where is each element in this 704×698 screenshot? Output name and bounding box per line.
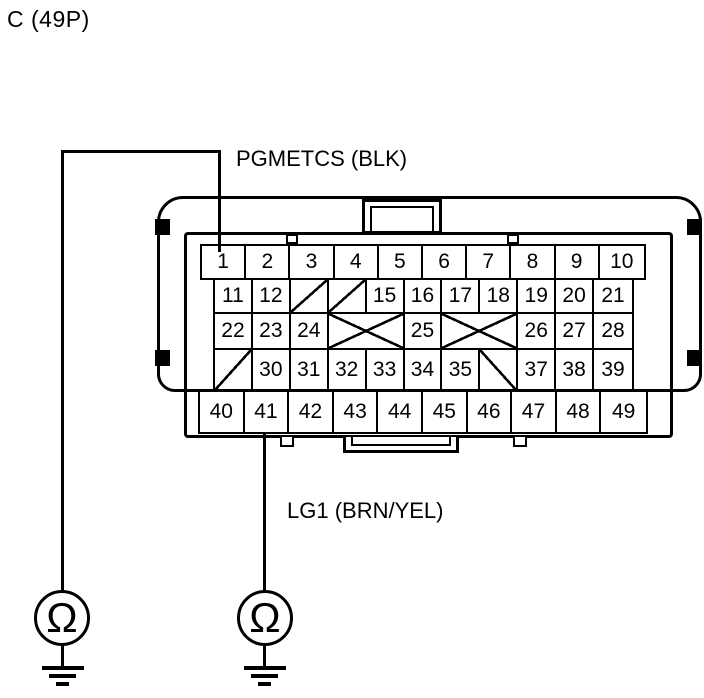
bottom-center-tab-inner: [351, 437, 451, 446]
pin-44: 44: [378, 392, 423, 432]
ground-lead: [61, 645, 64, 666]
pin-37: 37: [518, 350, 557, 390]
bottom-tab-left: [280, 437, 294, 447]
bottom-tab-right: [513, 437, 527, 447]
polarization-key-left: [286, 234, 298, 244]
pin-16: 16: [405, 280, 443, 312]
pin-32: 32: [329, 350, 367, 390]
pin-18: 18: [480, 280, 519, 312]
pin-30: 30: [253, 350, 291, 390]
pin-45: 45: [423, 392, 468, 432]
pin-21: 21: [601, 284, 625, 307]
pin-22: 22: [215, 314, 253, 348]
ohmmeter-icon: Ω: [34, 590, 90, 646]
pin-46: 46: [468, 392, 513, 432]
pin-17: 17: [442, 280, 481, 312]
connector-inner-housing: [184, 232, 673, 438]
ground-symbol-bar: [49, 674, 76, 678]
pin-11: 11: [215, 280, 253, 312]
pin-2: 2: [246, 246, 291, 278]
pin-49: 49: [611, 400, 636, 423]
blocked-cavity: [328, 314, 405, 348]
pin-6: 6: [423, 246, 468, 278]
wire-pin1-horizontal: [61, 150, 221, 153]
wire-pin1-vertical-left: [61, 150, 64, 591]
pin-47: 47: [512, 392, 557, 432]
pin-48: 48: [557, 392, 602, 432]
blocked-cavity: [290, 280, 329, 312]
blocked-cavity: [442, 314, 519, 348]
pin-31: 31: [291, 350, 329, 390]
ground-symbol-bar: [243, 666, 286, 670]
blocked-cavity: [480, 350, 519, 390]
pin-27: 27: [556, 314, 595, 348]
pin-40: 40: [200, 392, 245, 432]
pin-1: 1: [202, 246, 247, 278]
pin-7: 7: [467, 246, 512, 278]
retainer-clip-top-right: [687, 219, 702, 235]
pin-4: 4: [335, 246, 379, 278]
ground-symbol-bar: [251, 674, 278, 678]
top-lock-tab-inner: [370, 206, 434, 234]
pin-8: 8: [511, 246, 556, 278]
pin-35: 35: [442, 350, 481, 390]
wire-pin41-vertical: [263, 432, 266, 591]
pin-3: 3: [290, 246, 335, 278]
ground-lead: [263, 645, 266, 666]
connector-title: C (49P): [7, 6, 90, 32]
polarization-key-right: [507, 234, 519, 244]
pin-38: 38: [556, 350, 595, 390]
pin-15: 15: [367, 280, 405, 312]
pin-41: 41: [245, 392, 290, 432]
pin-25: 25: [405, 314, 443, 348]
pin-39: 39: [601, 358, 625, 381]
ohm-symbol: Ω: [46, 594, 78, 641]
retainer-clip-bottom-left: [155, 350, 170, 366]
pin-23: 23: [253, 314, 291, 348]
pin-34: 34: [405, 350, 443, 390]
blocked-cavity: [215, 350, 253, 390]
pin-28: 28: [601, 319, 625, 342]
ground-symbol-bar: [41, 666, 84, 670]
wire-label-pgmetcs: PGMETCS (BLK): [236, 146, 408, 171]
pin-33: 33: [367, 350, 405, 390]
pin-12: 12: [253, 280, 291, 312]
retainer-clip-top-left: [155, 219, 170, 235]
blocked-cavity: [328, 280, 367, 312]
ground-symbol-bar: [56, 682, 69, 686]
ground-symbol-bar: [258, 682, 271, 686]
pin-9: 9: [556, 246, 600, 278]
pin-10: 10: [610, 250, 634, 273]
pin-20: 20: [556, 280, 595, 312]
wire-pin1-drop: [218, 150, 221, 252]
wire-label-lg1: LG1 (BRN/YEL): [287, 498, 444, 523]
retainer-clip-bottom-right: [687, 350, 702, 366]
ohm-symbol: Ω: [249, 594, 281, 641]
pin-42: 42: [289, 392, 334, 432]
pin-5: 5: [379, 246, 423, 278]
pin-24: 24: [291, 314, 329, 348]
pin-43: 43: [334, 392, 379, 432]
ohmmeter-icon: Ω: [237, 590, 293, 646]
pin-19: 19: [518, 280, 557, 312]
pin-26: 26: [518, 314, 557, 348]
